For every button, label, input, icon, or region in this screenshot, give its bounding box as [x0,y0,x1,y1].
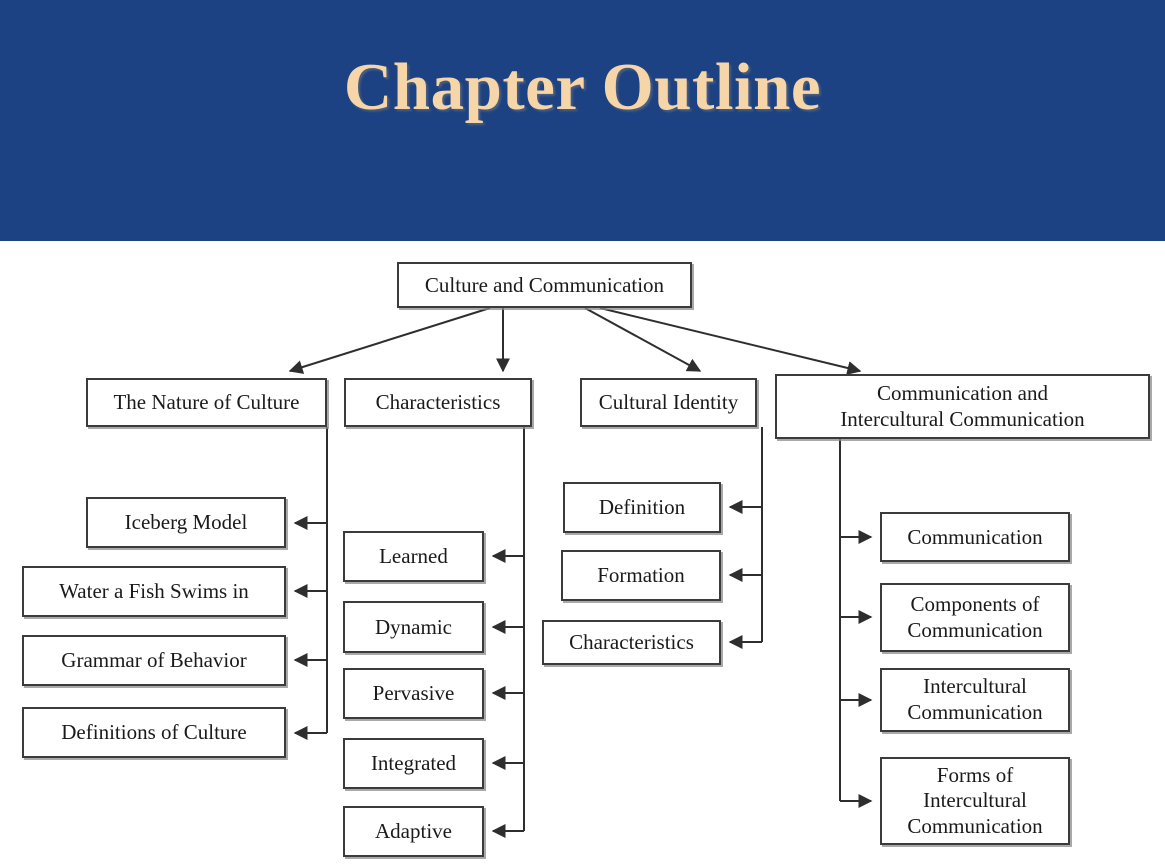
title-banner: Chapter Outline [0,0,1165,241]
node-formation[interactable]: Formation [561,550,721,601]
node-label: Dynamic [375,614,452,639]
node-label: Learned [379,544,448,569]
node-label: Definition [598,495,686,520]
node-label: The Nature of Culture [113,390,300,415]
node-label: Grammar of Behavior [61,648,247,673]
node-definition[interactable]: Definition [563,482,721,533]
node-label-line-1: Components of [910,591,1040,616]
node-label: Characteristics [569,630,694,655]
node-integrated[interactable]: Integrated [343,738,484,789]
node-root-culture-and-communication[interactable]: Culture and Communication [397,262,692,308]
node-definitions-of-culture[interactable]: Definitions of Culture [22,707,286,758]
node-label-line-1: Forms of [936,762,1014,787]
node-label-line-3: Communication [907,813,1043,838]
node-label: Water a Fish Swims in [59,579,249,604]
node-branch-cultural-identity[interactable]: Cultural Identity [580,378,757,427]
node-components-of-communication[interactable]: Components of Communication [880,583,1070,652]
node-iceberg-model[interactable]: Iceberg Model [86,497,286,548]
node-label: Cultural Identity [598,390,739,415]
node-learned[interactable]: Learned [343,531,484,582]
chapter-outline-diagram: Culture and Communication The Nature of … [0,241,1165,866]
node-communication[interactable]: Communication [880,512,1070,562]
node-label: Formation [597,563,685,588]
node-branch-communication-and-intercultural-communication[interactable]: Communication and Intercultural Communic… [775,374,1150,439]
node-label: Characteristics [375,390,501,415]
node-label-line-2: Communication [907,617,1043,642]
node-label-line-1: Communication and [877,380,1048,405]
node-label: Iceberg Model [124,510,248,535]
node-label-line-2: Intercultural Communication [840,406,1085,431]
node-label: Pervasive [372,681,455,706]
node-dynamic[interactable]: Dynamic [343,601,484,653]
node-branch-characteristics[interactable]: Characteristics [344,378,532,427]
node-branch-the-nature-of-culture[interactable]: The Nature of Culture [86,378,327,427]
node-label-line-2: Communication [907,700,1043,724]
diagram-connectors [288,307,873,838]
node-label-line-2: Intercultural [923,788,1027,813]
page-title: Chapter Outline [343,50,822,124]
node-adaptive[interactable]: Adaptive [343,806,484,857]
node-label: Integrated [370,751,457,776]
node-label: Adaptive [375,819,452,844]
node-label: Communication [907,524,1043,549]
node-pervasive[interactable]: Pervasive [343,668,484,719]
node-label-line-1: Intercultural [923,674,1027,699]
node-label: Culture and Communication [424,272,665,297]
node-grammar-of-behavior[interactable]: Grammar of Behavior [22,635,286,686]
node-forms-of-intercultural-communication[interactable]: Forms of Intercultural Communication [880,757,1070,845]
node-water-a-fish-swims-in[interactable]: Water a Fish Swims in [22,566,286,617]
node-cultural-identity-characteristics[interactable]: Characteristics [542,620,721,665]
node-intercultural-communication[interactable]: Intercultural Communication [880,668,1070,732]
node-label: Definitions of Culture [61,720,247,745]
